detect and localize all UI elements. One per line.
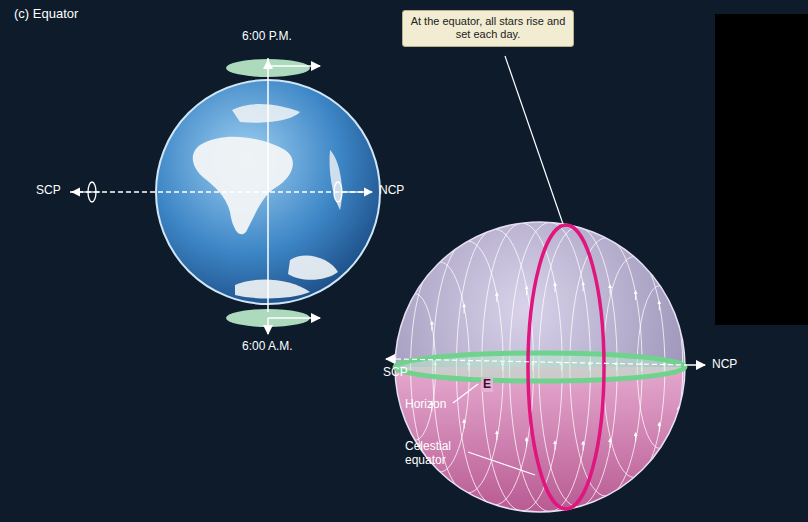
star-arrow — [496, 432, 497, 440]
leader-line — [505, 56, 563, 224]
callout-box: At the equator, all stars rise and set e… — [402, 10, 574, 47]
label: NCP — [379, 184, 404, 198]
star-arrow — [554, 442, 555, 450]
axis-arrow — [386, 358, 396, 360]
star-arrow — [583, 283, 584, 291]
star-arrow — [635, 292, 636, 300]
black-panel — [715, 14, 808, 325]
label: 6:00 P.M. — [242, 30, 292, 44]
callout-text: At the equator, all stars rise and set e… — [410, 15, 566, 41]
celestial-equator-ellipse — [528, 225, 604, 509]
rotation-symbol — [88, 182, 96, 202]
axis-arrow — [340, 191, 372, 192]
star-arrow — [526, 439, 527, 447]
motion-arrow — [268, 317, 320, 319]
celestial-sphere — [390, 222, 690, 517]
star-arrow — [610, 286, 611, 294]
zenith-arrow — [267, 318, 269, 334]
label: 6:00 A.M. — [242, 340, 293, 354]
motion-arrow — [268, 65, 320, 67]
star-arrow — [526, 287, 527, 295]
axis-arrow — [684, 364, 705, 366]
label: NCP — [712, 358, 737, 372]
star-arrow — [431, 323, 432, 331]
star-arrow — [610, 440, 611, 448]
label: SCP — [36, 184, 61, 198]
rotation-symbol — [334, 182, 342, 202]
zenith-arrow — [267, 58, 269, 312]
zenith-arrow — [267, 60, 269, 70]
star-arrow — [496, 294, 497, 302]
star-arrow — [635, 434, 636, 442]
star-arrow — [659, 302, 660, 310]
label: E — [481, 378, 493, 392]
star-arrow — [464, 305, 465, 313]
leader-line — [468, 452, 535, 475]
label: Horizon — [405, 398, 446, 412]
star-arrow — [659, 424, 660, 432]
label: Celestial equator — [405, 440, 467, 468]
star-arrow — [583, 443, 584, 451]
horizon-ellipse — [395, 353, 685, 381]
star-arrow — [554, 284, 555, 292]
label: SCP — [383, 366, 408, 380]
rotation-axis — [70, 191, 372, 192]
rotation-axis — [396, 359, 684, 365]
leader-line — [453, 384, 478, 403]
star-arrow — [464, 421, 465, 429]
panel-title: (c) Equator — [14, 7, 78, 22]
